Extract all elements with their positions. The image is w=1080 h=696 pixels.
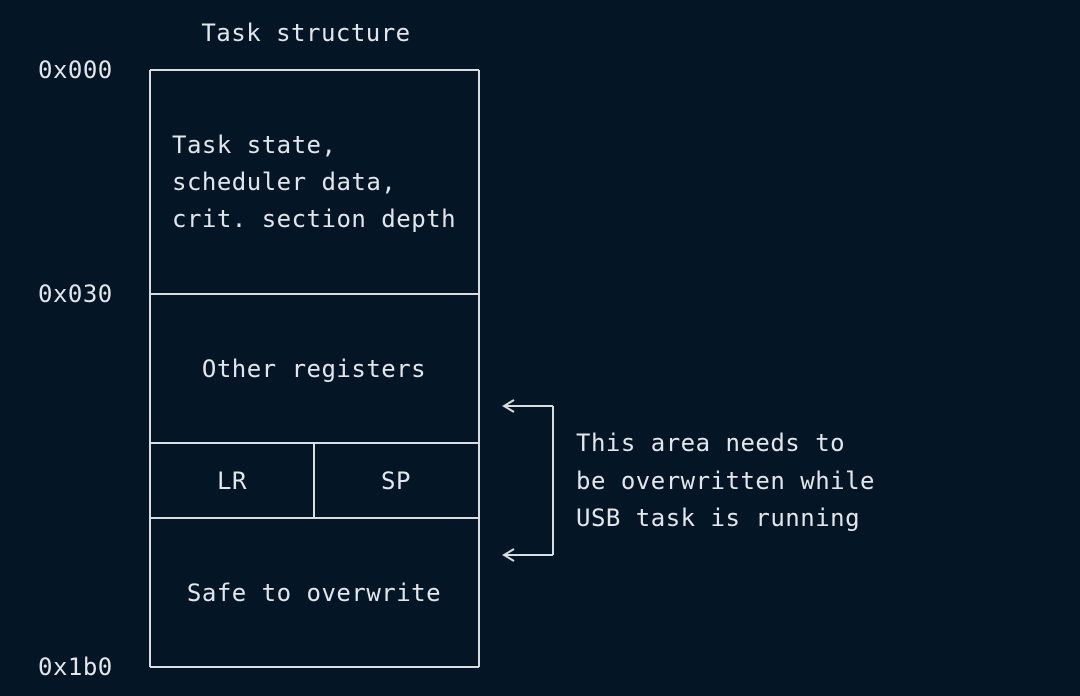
arrow-head-top-icon bbox=[502, 399, 515, 413]
task-state-line-1: Task state, bbox=[172, 131, 336, 159]
section-lr: LR bbox=[217, 467, 247, 495]
arrow-head-bottom-icon bbox=[502, 548, 515, 562]
address-0x030: 0x030 bbox=[38, 280, 113, 308]
structure-box bbox=[149, 69, 480, 668]
address-0x000: 0x000 bbox=[38, 56, 113, 84]
annotation-line-3: USB task is running bbox=[576, 504, 860, 532]
diagram-title: Task structure bbox=[201, 19, 410, 47]
annotation-line-2: be overwritten while bbox=[576, 467, 875, 495]
overwrite-bracket bbox=[502, 399, 554, 562]
section-safe-to-overwrite: Safe to overwrite bbox=[187, 579, 441, 607]
section-other-registers: Other registers bbox=[202, 355, 426, 383]
task-state-line-3: crit. section depth bbox=[172, 205, 456, 233]
section-sp: SP bbox=[381, 467, 411, 495]
task-state-line-2: scheduler data, bbox=[172, 168, 396, 196]
address-0x1b0: 0x1b0 bbox=[38, 653, 113, 681]
section-task-state: Task state, scheduler data, crit. sectio… bbox=[172, 131, 456, 233]
annotation-line-1: This area needs to bbox=[576, 429, 845, 457]
annotation-text: This area needs to be overwritten while … bbox=[576, 429, 875, 532]
